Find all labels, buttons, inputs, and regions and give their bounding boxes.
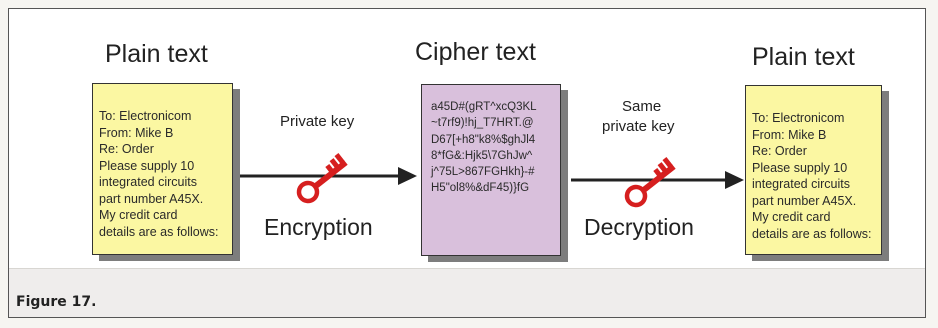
doc-line: part number A45X. <box>99 191 204 206</box>
same-label: Same <box>622 98 662 115</box>
title-plain-text-right: Plain text <box>752 43 855 71</box>
doc-line: Please supply 10 <box>99 158 195 173</box>
decryption-label: Decryption <box>584 214 694 240</box>
doc-line: From: Mike B <box>752 127 827 142</box>
doc-line: details are as follows: <box>752 226 872 241</box>
cipher-line: 8*fG&:Hjk5\7GhJw^ <box>431 149 533 162</box>
doc-line: My credit card <box>99 208 178 222</box>
title-cipher-text: Cipher text <box>415 38 536 66</box>
cipher-line: a45D#(gRT^xcQ3KL <box>431 101 537 113</box>
doc-line: To: Electronicom <box>752 111 845 125</box>
plain-text-document-left: To: Electronicom From: Mike B Re: Order … <box>92 83 233 255</box>
doc-line: To: Electronicom <box>99 109 192 123</box>
arrow-encryption-head <box>398 167 417 185</box>
doc-line: part number A45X. <box>752 193 857 208</box>
doc-line: integrated circuits <box>752 177 850 191</box>
key-icon <box>624 156 676 208</box>
figure-caption: Figure 17. <box>16 294 97 310</box>
key-icon <box>296 152 348 204</box>
cipher-line: D67[+h8"k8%$ghJl4 <box>431 133 536 146</box>
doc-line: details are as follows: <box>99 224 219 239</box>
plain-text-document-right: To: Electronicom From: Mike B Re: Order … <box>745 85 882 255</box>
doc-line: From: Mike B <box>99 125 174 140</box>
doc-line: My credit card <box>752 210 831 224</box>
cipher-line: j^75L>867FGHkh}-# <box>431 166 535 179</box>
doc-line: integrated circuits <box>99 175 197 189</box>
doc-line: Re: Order <box>752 144 807 158</box>
cipher-text-document: a45D#(gRT^xcQ3KL ~t7rf9)!hj_T7HRT.@ D67[… <box>421 84 561 256</box>
doc-line: Re: Order <box>99 142 154 156</box>
doc-line: Please supply 10 <box>752 160 848 175</box>
cipher-line: H5"ol8%&dF45)}fG <box>431 182 530 195</box>
cipher-line: ~t7rf9)!hj_T7HRT.@ <box>431 117 534 130</box>
caption-band <box>9 268 925 317</box>
encryption-label: Encryption <box>264 214 373 240</box>
title-plain-text-left: Plain text <box>105 40 208 68</box>
private-key-label-2: private key <box>602 118 675 135</box>
private-key-label: Private key <box>280 113 355 130</box>
arrow-decryption-head <box>725 171 744 189</box>
